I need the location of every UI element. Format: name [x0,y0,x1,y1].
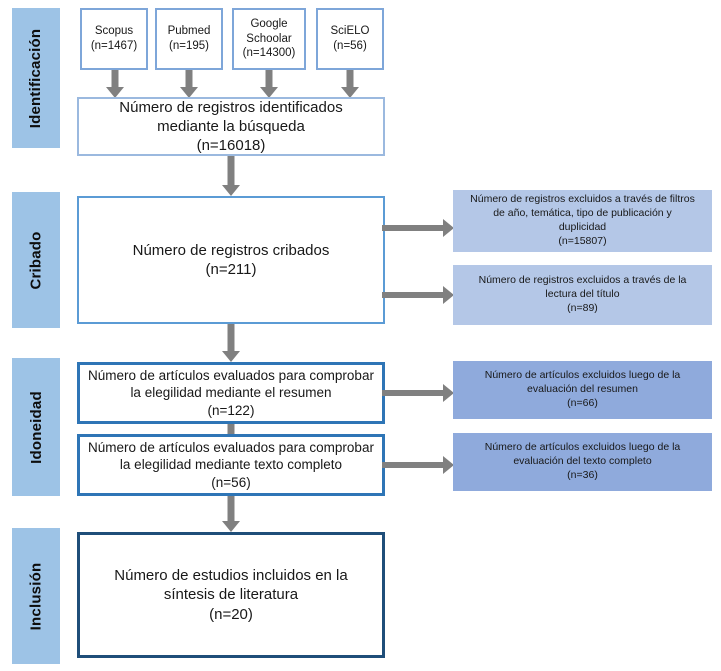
arrow-google-schoolar-to-identified [259,70,279,98]
box-excluded-fulltext-eval-line1: Número de artículos excluidos luego de l… [484,441,681,454]
box-excluded-fulltext-eval: Número de artículos excluidos luego de l… [453,433,712,491]
source-box-pubmed-name: Pubmed [167,25,211,38]
box-excluded-filters-line1: Número de registros excluidos a través d… [470,193,695,206]
stage-label-idoneidad: Idoneidad [12,358,60,496]
box-eligibility-fulltext-line2: la elegilidad mediante texto completo [119,457,343,473]
arrow-screened-to-excluded-title [382,285,454,305]
stage-label-idoneidad-text: Idoneidad [27,390,45,464]
box-eligibility-fulltext-line1: Número de artículos evaluados para compr… [88,440,374,456]
source-box-scielo-name: SciELO [330,25,370,38]
source-box-scopus-count: (n=1467) [90,40,138,52]
stage-label-identificacion: Identificación [12,8,60,148]
box-records-identified: Número de registros identificados median… [77,97,385,156]
source-box-scopus-name: Scopus [94,25,134,38]
source-box-google-schoolar: Google Schoolar (n=14300) [232,8,306,70]
box-eligibility-abstract-line2: la elegilidad mediante el resumen [130,385,332,401]
source-box-pubmed: Pubmed (n=195) [155,8,223,70]
box-records-screened: Número de registros cribados (n=211) [77,196,385,324]
arrow-screened-to-excluded-filters [382,218,454,238]
box-records-screened-count: (n=211) [205,261,257,278]
box-excluded-title-reading: Número de registros excluidos a través d… [453,265,712,325]
box-excluded-title-reading-count: (n=89) [567,301,598,314]
box-studies-included-line2: síntesis de literatura [163,586,299,604]
box-records-screened-line1: Número de registros cribados [132,241,330,259]
arrow-identified-to-screened [221,156,241,196]
stage-label-cribado-text: Cribado [27,230,45,290]
stage-label-inclusion: Inclusión [12,528,60,664]
box-studies-included-line1: Número de estudios incluidos en la [114,567,348,585]
arrow-eligibility-fulltext-to-excluded [382,455,454,475]
box-excluded-filters-line2: de año, temática, tipo de publicación y [493,207,672,220]
arrow-pubmed-to-identified [179,70,199,98]
stage-label-identificacion-text: Identificación [27,28,45,128]
box-excluded-fulltext-eval-count: (n=36) [567,468,598,481]
source-box-pubmed-count: (n=195) [169,40,209,52]
source-box-scielo: SciELO (n=56) [316,8,384,70]
box-excluded-fulltext-eval-line2: evaluación del texto completo [513,455,652,468]
box-excluded-title-reading-line2: lectura del título [545,288,620,301]
arrow-screened-to-eligibility-abstract [221,324,241,362]
box-eligibility-abstract-count: (n=122) [207,402,255,418]
box-excluded-filters-count: (n=15807) [558,234,607,247]
box-excluded-title-reading-line1: Número de registros excluidos a través d… [478,274,687,287]
arrow-scielo-to-identified [340,70,360,98]
stage-label-inclusion-text: Inclusión [27,562,45,630]
box-eligibility-fulltext-count: (n=56) [211,474,251,490]
arrow-scopus-to-identified [105,70,125,98]
box-records-identified-line1: Número de registros identificados [119,98,343,116]
box-records-identified-count: (n=16018) [196,137,266,155]
source-box-scielo-count: (n=56) [333,40,367,52]
box-excluded-abstract-eval-count: (n=66) [567,396,598,409]
box-excluded-filters: Número de registros excluidos a través d… [453,190,712,252]
box-eligibility-abstract: Número de artículos evaluados para compr… [77,362,385,424]
box-eligibility-fulltext: Número de artículos evaluados para compr… [77,434,385,496]
box-excluded-abstract-eval: Número de artículos excluidos luego de l… [453,361,712,419]
box-excluded-abstract-eval-line1: Número de artículos excluidos luego de l… [484,369,681,382]
stage-label-cribado: Cribado [12,192,60,328]
arrow-eligibility-abstract-to-excluded [382,383,454,403]
box-eligibility-abstract-line1: Número de artículos evaluados para compr… [88,368,374,384]
box-studies-included: Número de estudios incluidos en la sínte… [77,532,385,658]
source-box-google-schoolar-count: (n=14300) [242,47,296,60]
source-box-google-schoolar-name: Google Schoolar [246,17,292,45]
box-studies-included-count: (n=20) [209,605,253,623]
box-excluded-filters-line3: duplicidad [558,221,607,233]
box-records-identified-line2: mediante la búsqueda [157,117,305,135]
box-excluded-abstract-eval-line2: evaluación del resumen [527,383,638,396]
arrow-eligibility-fulltext-to-included [221,496,241,532]
source-box-scopus: Scopus (n=1467) [80,8,148,70]
